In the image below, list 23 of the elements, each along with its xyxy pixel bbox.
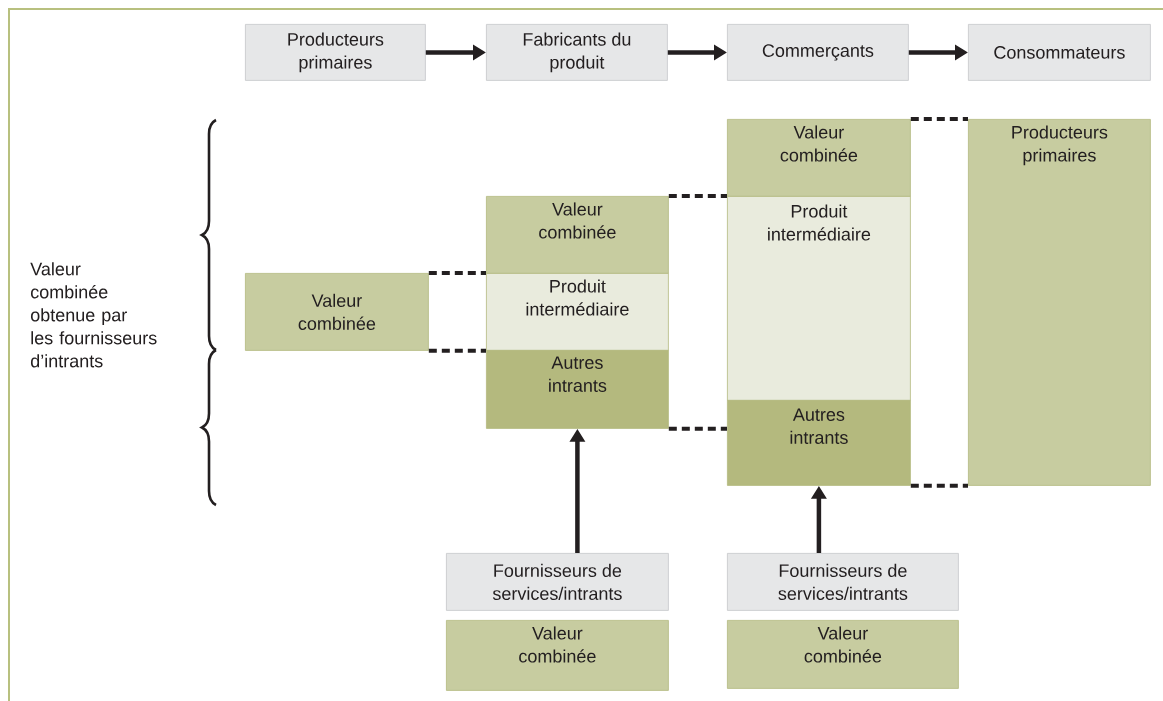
dashed-line <box>668 426 727 431</box>
value-box: Valeur combinée <box>245 273 429 351</box>
stage-box: Fabricants du produit <box>486 24 668 81</box>
stage-box: Commerçants <box>727 24 909 81</box>
value-box: Valeur combinée <box>446 620 669 691</box>
supplier-box: Fournisseurs de services/intrants <box>727 553 959 611</box>
value-box: Valeur combinée <box>727 620 959 689</box>
side-note: Valeur combinée obtenue par les fournisseurs d’intrants <box>30 262 157 368</box>
inputs-box: Autres intrants <box>486 350 669 429</box>
value-box: Valeur combinée <box>727 119 911 197</box>
dashed-line <box>428 271 486 275</box>
dashed-line <box>668 194 727 198</box>
dashed-line <box>910 483 968 488</box>
dashed-line <box>428 348 486 353</box>
producer-bar: Producteurs primaires <box>968 119 1151 486</box>
stage-box: Consommateurs <box>968 24 1151 81</box>
supplier-box: Fournisseurs de services/intrants <box>446 553 669 611</box>
product-box: Produit intermédiaire <box>486 273 669 351</box>
product-box: Produit intermédiaire <box>727 196 911 401</box>
dashed-line <box>910 117 968 121</box>
stage-box: Producteurs primaires <box>245 24 426 81</box>
inputs-box: Autres intrants <box>727 400 911 486</box>
value-box: Valeur combinée <box>486 196 669 274</box>
